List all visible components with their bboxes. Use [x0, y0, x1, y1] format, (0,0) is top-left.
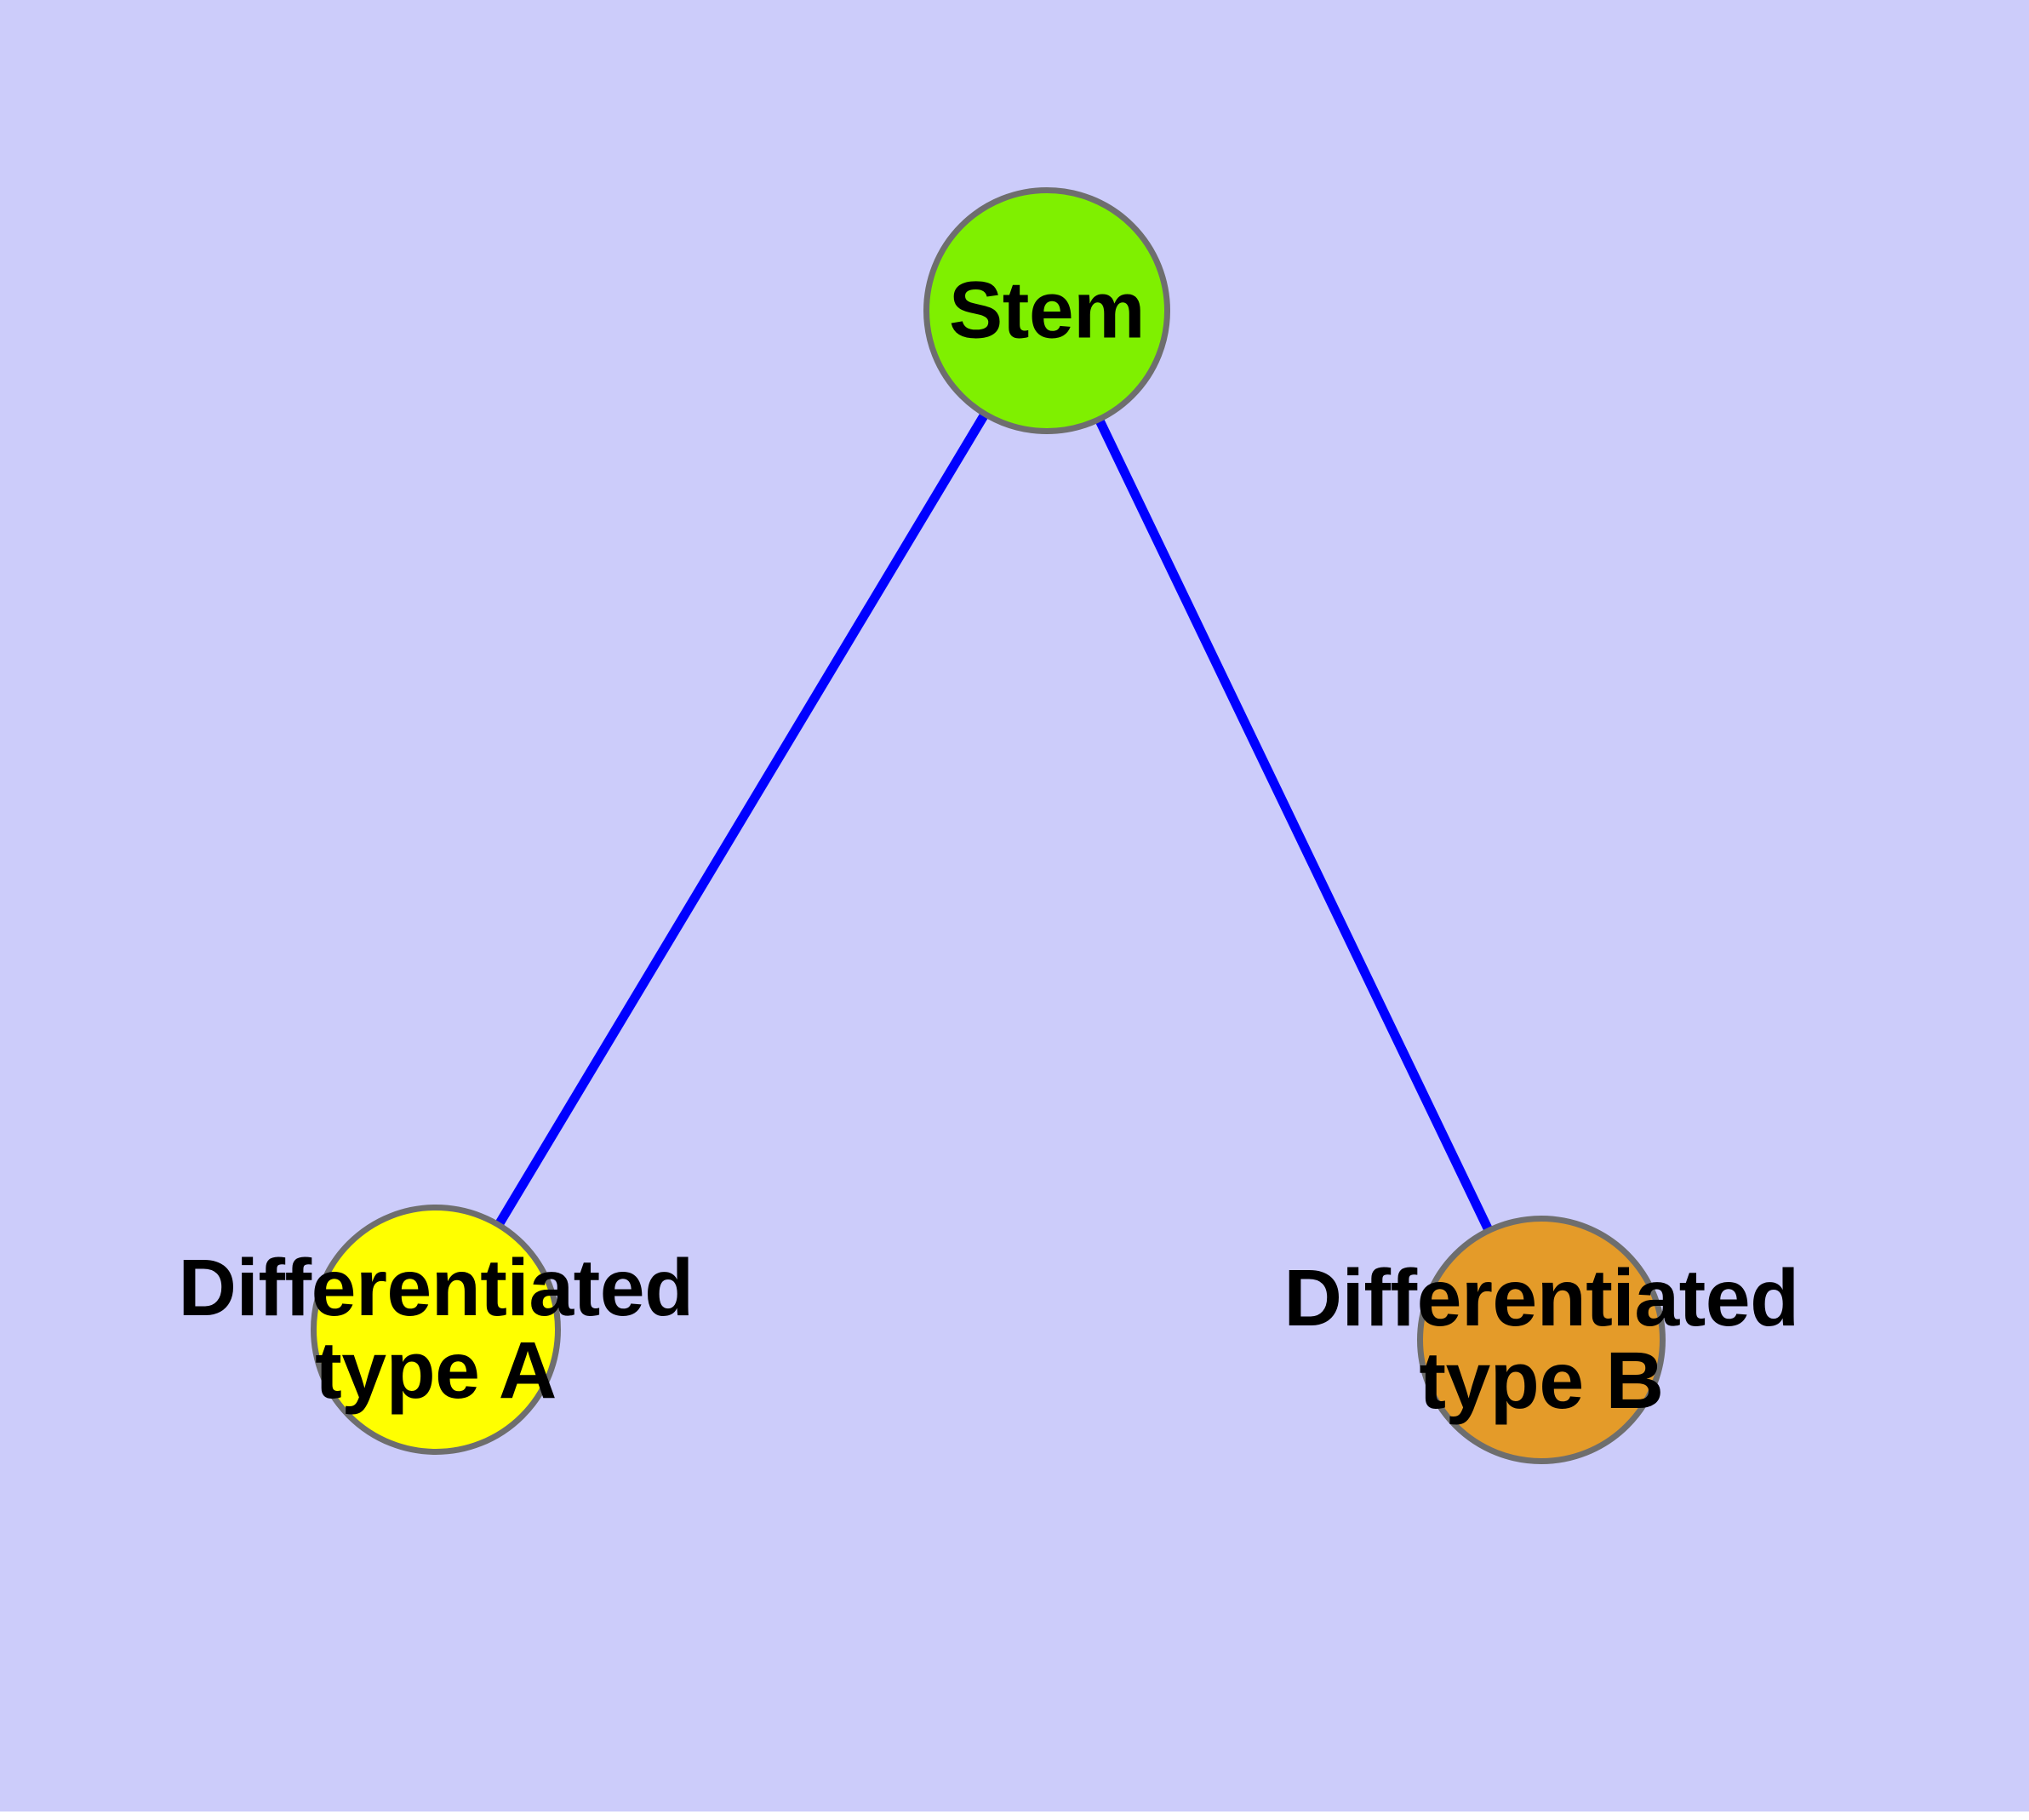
edge-layer	[494, 412, 1493, 1232]
node-diff_a[interactable]	[311, 1205, 561, 1455]
edge-stem-to-diff_b[interactable]	[1095, 418, 1493, 1232]
node-stem[interactable]	[923, 187, 1170, 434]
node-diff_b[interactable]	[1417, 1216, 1666, 1464]
node-layer	[311, 187, 1666, 1464]
edge-stem-to-diff_a[interactable]	[494, 412, 989, 1227]
